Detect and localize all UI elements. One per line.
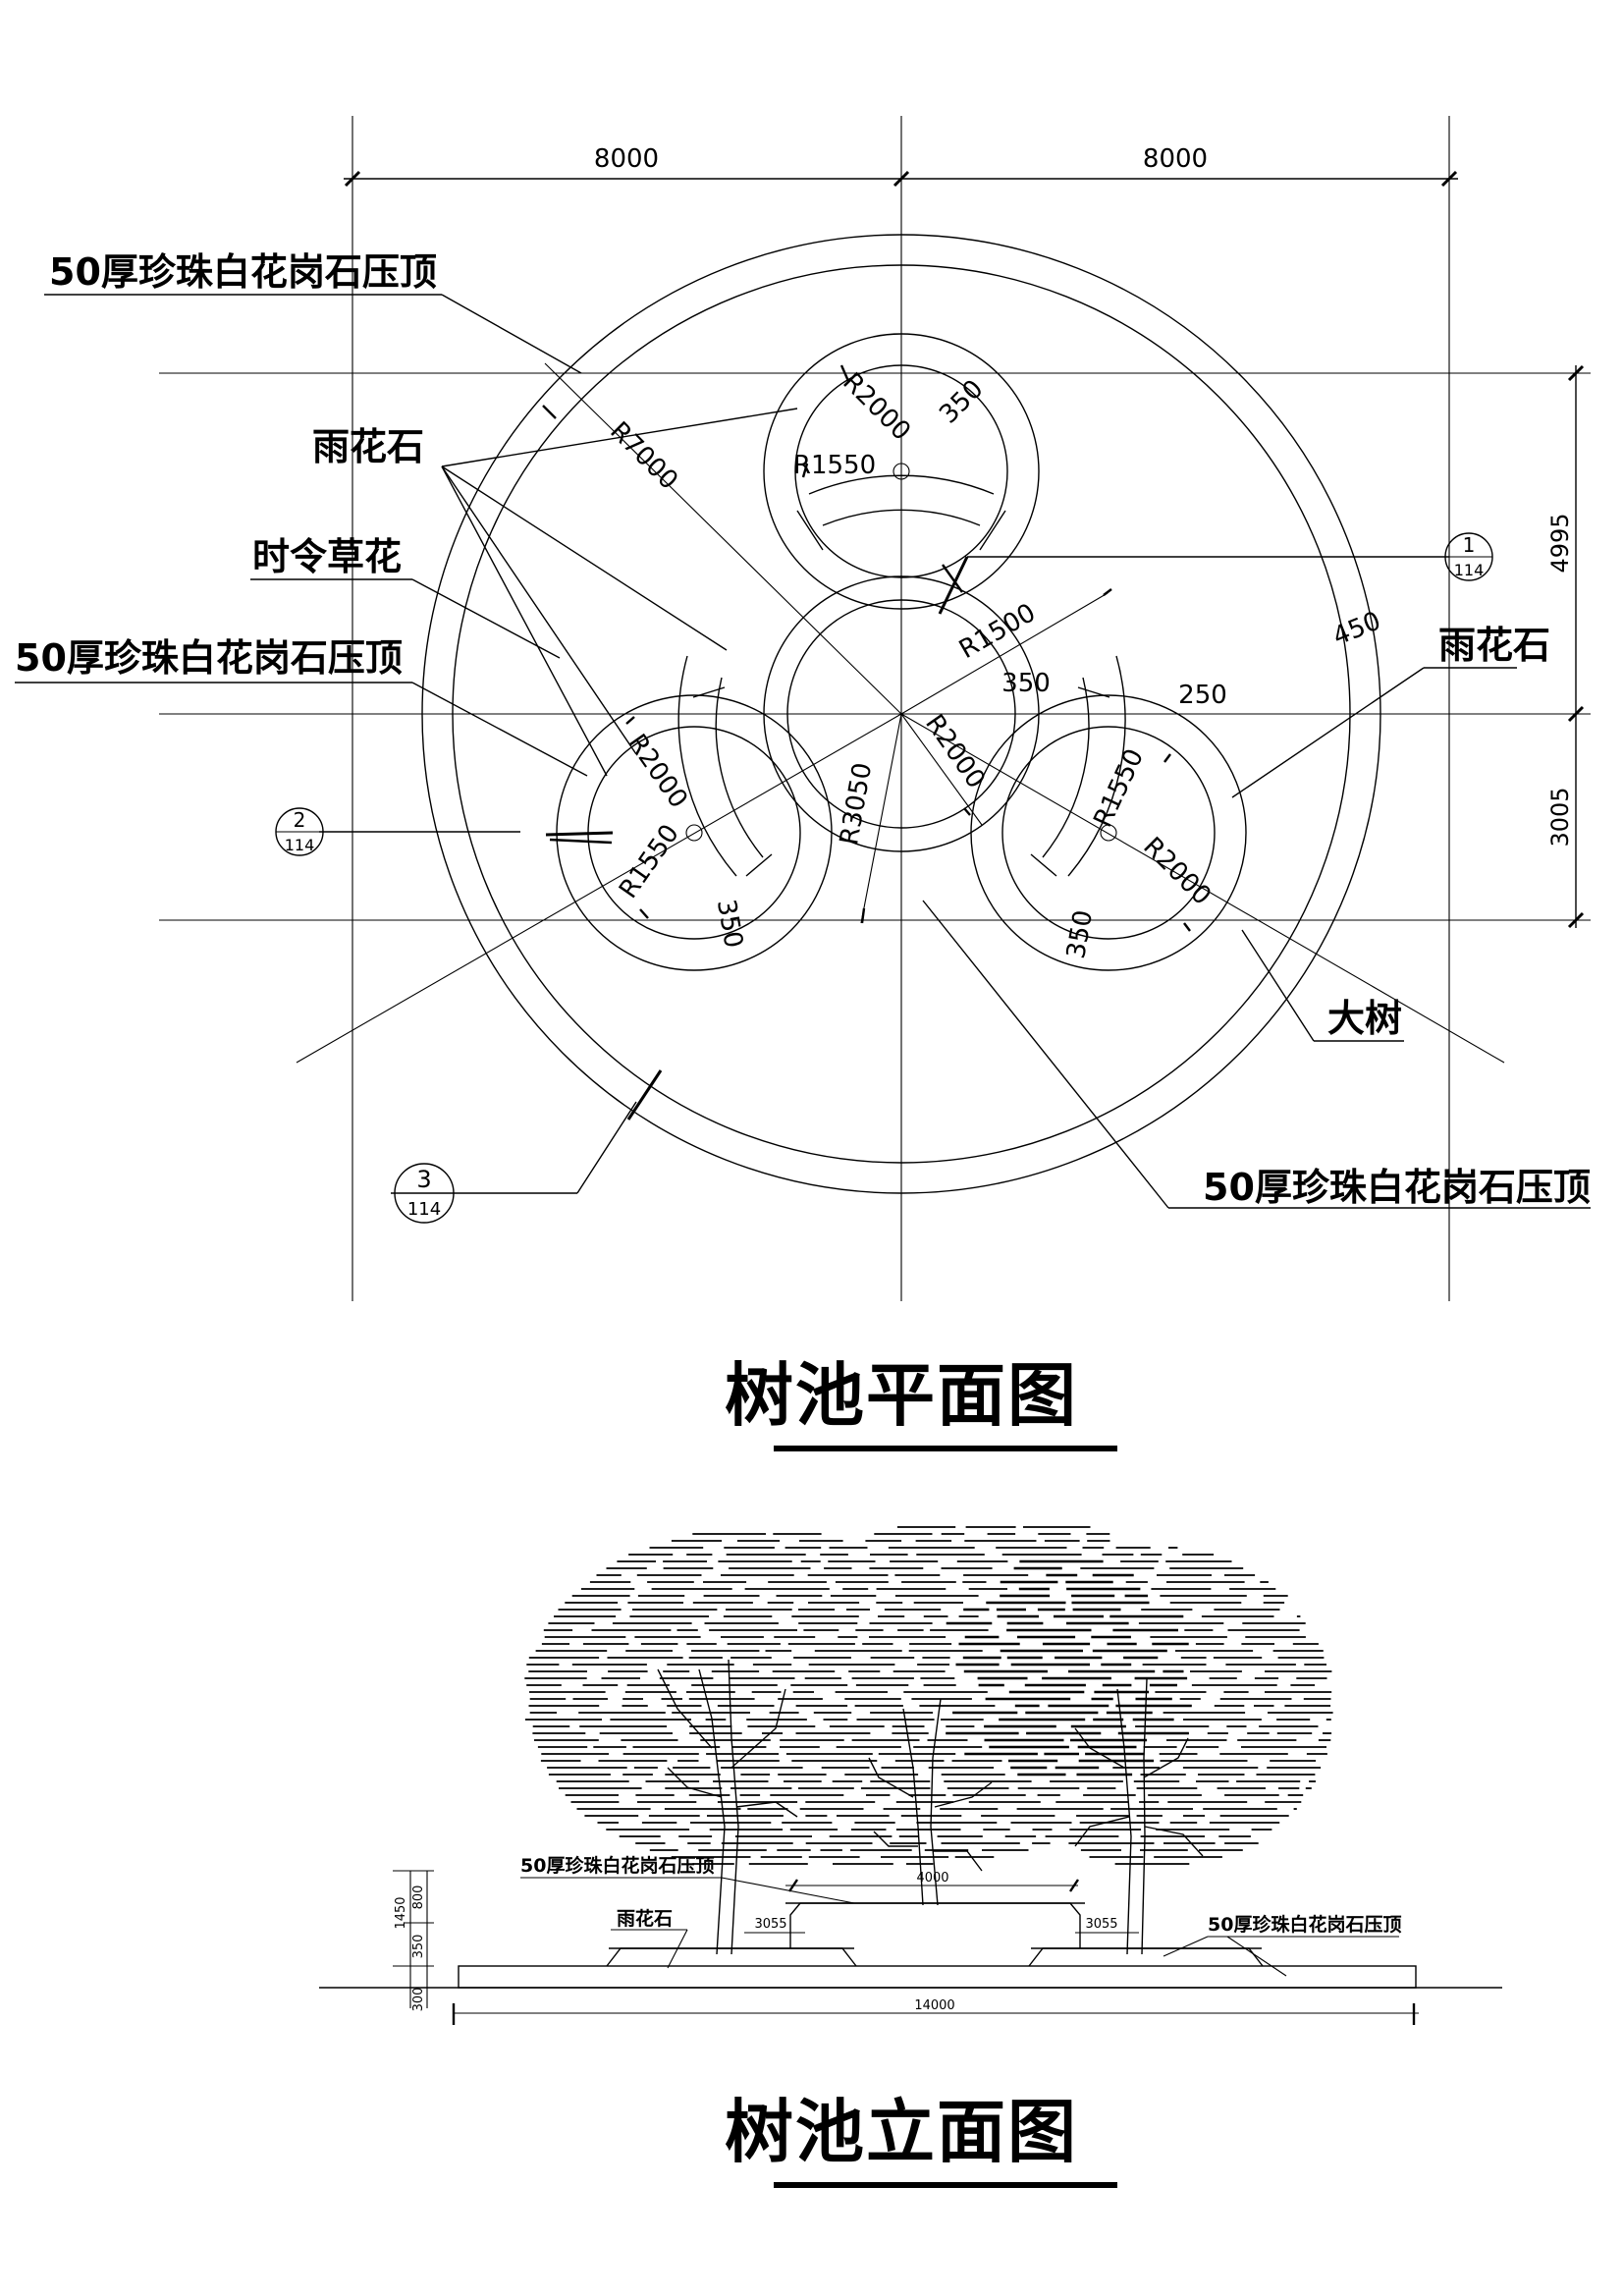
tree-trunks — [657, 1659, 1204, 1955]
dim-r1550-left: R1550 — [614, 819, 685, 903]
dim-250: 250 — [1178, 681, 1227, 710]
dim-r1550-right: R1550 — [1088, 744, 1150, 832]
dim-r3050: R3050 — [835, 761, 878, 847]
plan-dimension-top: 8000 8000 — [344, 144, 1458, 188]
dim-h1450: 1450 — [394, 1896, 408, 1929]
plan-view: 8000 8000 4995 3005 — [15, 116, 1591, 1451]
elev-label-rain-stone: 雨花石 — [617, 1907, 673, 1930]
plan-grid-lines — [159, 116, 1591, 1301]
section-mark-1: 1 114 — [1444, 532, 1493, 581]
outer-ring-inner — [452, 264, 1351, 1164]
dim-r2000-right: R2000 — [1137, 832, 1217, 911]
elevation-view: 4000 3055 3055 14000 800 1450 350 300 50… — [319, 1526, 1502, 2188]
section-mark-1-num: 1 — [1463, 533, 1476, 557]
dim-350-top: 350 — [934, 374, 989, 429]
planter-structure — [319, 1902, 1502, 1989]
tree-canopy-hatch — [524, 1526, 1333, 1865]
label-granite-cap-1: 50厚珍珠白花岗石压顶 — [49, 250, 437, 294]
right-small-pool — [970, 694, 1247, 971]
dim-h300: 300 — [411, 1988, 426, 2012]
label-seasonal-flowers: 时令草花 — [252, 535, 402, 578]
section-mark-2: 2 114 — [275, 807, 324, 856]
section-mark-1-sheet: 114 — [1454, 561, 1485, 579]
pool-junctions — [692, 510, 1110, 877]
section-mark-3-num: 3 — [416, 1166, 431, 1193]
dim-right-upper: 4995 — [1546, 513, 1574, 573]
trefoil-inner-outline — [715, 509, 1090, 858]
top-small-pool — [763, 333, 1040, 610]
elevation-title: 树池立面图 — [725, 2092, 1078, 2172]
section-mark-3-sheet: 114 — [407, 1199, 441, 1220]
dim-350-center: 350 — [1001, 669, 1051, 698]
label-rain-stone-left: 雨花石 — [312, 425, 424, 468]
section-cut-bars — [545, 556, 969, 1121]
radius-arrows — [542, 364, 1191, 932]
dim-r1550-top: R1550 — [793, 451, 876, 480]
dim-total-width: 14000 — [914, 1998, 954, 2013]
dim-top-width: 4000 — [916, 1871, 948, 1886]
dim-350-left: 350 — [711, 898, 748, 951]
dim-450: 450 — [1328, 606, 1384, 651]
outer-ring-outer — [421, 234, 1381, 1194]
section-mark-3: 3 114 — [394, 1163, 455, 1224]
elev-label-granite-cap-right: 50厚珍珠白花岗石压顶 — [1208, 1913, 1401, 1936]
label-granite-cap-3: 50厚珍珠白花岗石压顶 — [1203, 1166, 1591, 1209]
dim-right-lower: 3005 — [1546, 787, 1574, 847]
label-big-tree: 大树 — [1327, 997, 1402, 1040]
dim-r7000: R7000 — [604, 416, 683, 496]
dim-r1500: R1500 — [954, 598, 1041, 665]
dim-left-width: 3055 — [754, 1917, 786, 1932]
center-tree-ring-inner — [786, 599, 1016, 829]
elevation-leaders — [520, 1877, 1399, 1977]
section-mark-2-num: 2 — [294, 808, 306, 832]
label-granite-cap-2: 50厚珍珠白花岗石压顶 — [15, 636, 403, 680]
elevation-dimensions: 4000 3055 3055 14000 800 1450 350 300 — [393, 1870, 1419, 2025]
dim-r2000-top: R2000 — [837, 367, 916, 447]
plan-leaders — [15, 294, 1591, 1209]
dim-top-left: 8000 — [594, 144, 659, 174]
dim-h800: 800 — [411, 1886, 426, 1910]
dim-top-right: 8000 — [1143, 144, 1208, 174]
dim-h350: 350 — [411, 1935, 426, 1959]
plan-title: 树池平面图 — [725, 1355, 1078, 1436]
radial-lines — [296, 362, 1505, 1064]
elev-label-granite-cap-center: 50厚珍珠白花岗石压顶 — [520, 1854, 714, 1877]
label-rain-stone-right: 雨花石 — [1438, 624, 1550, 667]
dim-r2000-center: R2000 — [919, 709, 991, 793]
dim-350-right: 350 — [1061, 908, 1099, 961]
trefoil-outer-outline — [677, 474, 1126, 877]
plan-dimension-right: 4995 3005 — [1546, 364, 1585, 929]
section-mark-2-sheet: 114 — [285, 836, 315, 854]
dim-r2000-left: R2000 — [622, 729, 693, 813]
dim-right-width: 3055 — [1085, 1917, 1117, 1932]
